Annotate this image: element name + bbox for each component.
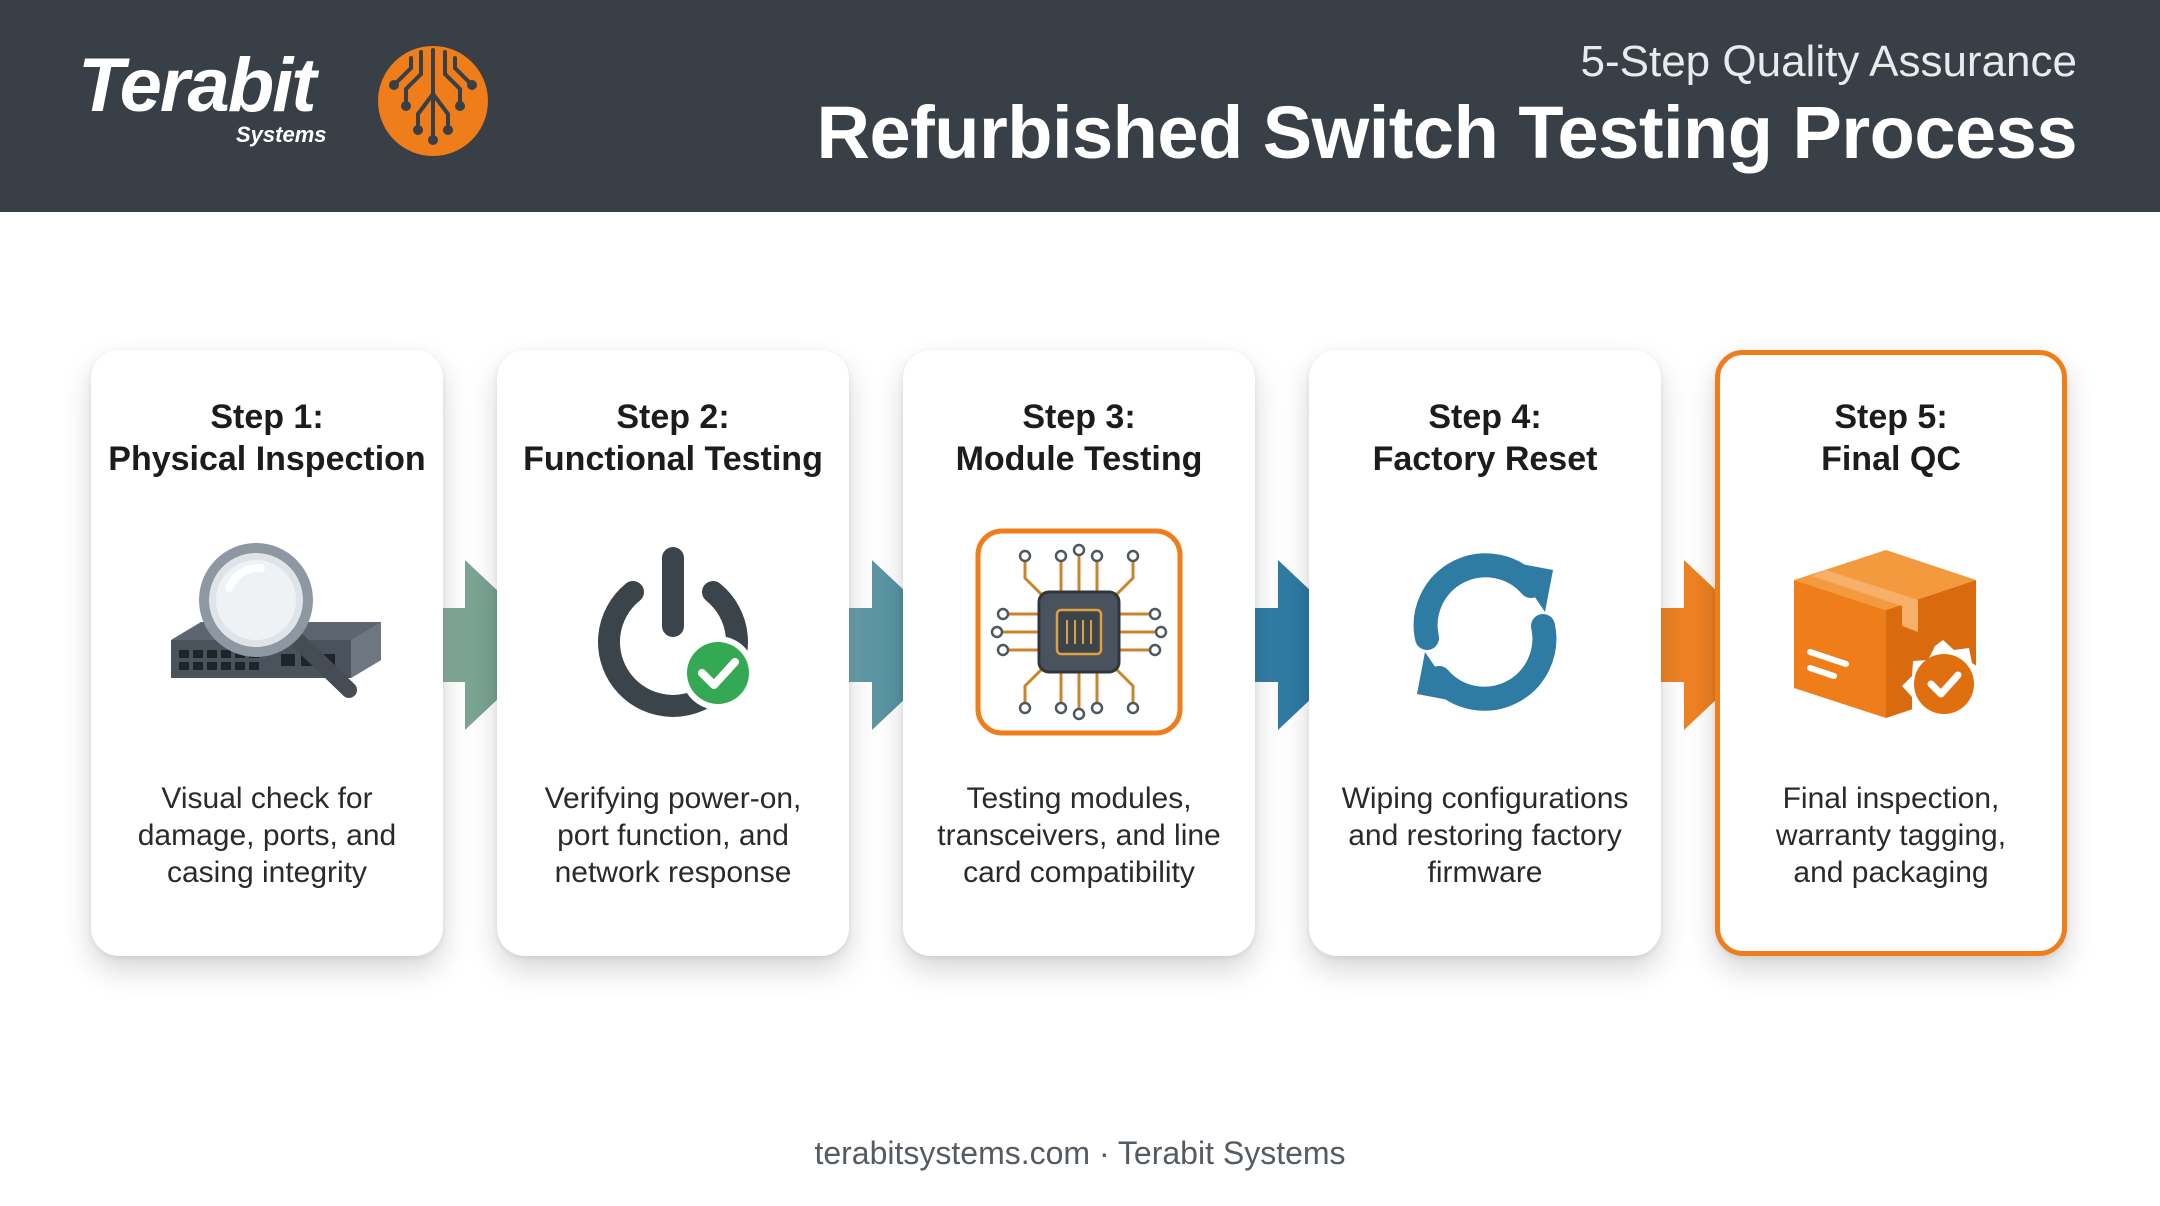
step-description: Visual check for damage, ports, and casi… <box>137 782 397 889</box>
step-description: Testing modules, transceivers, and line … <box>937 782 1221 889</box>
step-title: Factory Reset <box>1372 440 1598 478</box>
logo-circuit-icon <box>378 46 488 156</box>
step-card-3: Step 3: Module Testing Testing modules, … <box>903 350 1255 956</box>
step-number: Step 3: <box>1022 398 1136 436</box>
step-description: Verifying power-on, port function, and n… <box>544 782 802 889</box>
step-title: Physical Inspection <box>108 440 426 478</box>
step-card-4: Step 4: Factory Reset Wiping configurati… <box>1309 350 1661 956</box>
header-bar: Terabit Systems 5-Step Quality Assurance… <box>0 0 2160 212</box>
step-card-5: Step 5: Final QC Final inspection, warra… <box>1715 350 2067 956</box>
page-title: Refurbished Switch Testing Process <box>816 91 2078 174</box>
refresh-icon <box>1413 553 1557 711</box>
step-title: Functional Testing <box>523 440 823 478</box>
step-card-2: Step 2: Functional Testing Verifying pow… <box>497 350 849 956</box>
footer-text: terabitsystems.com · Terabit Systems <box>814 1135 1346 1171</box>
step-description: Final inspection, warranty tagging, and … <box>1775 782 2007 889</box>
step-title: Module Testing <box>955 440 1203 478</box>
header-subtitle: 5-Step Quality Assurance <box>1580 37 2077 86</box>
step-number: Step 1: <box>210 398 324 436</box>
power-check-icon <box>598 547 755 717</box>
step-description: Wiping configurations and restoring fact… <box>1341 782 1629 889</box>
step-card-1: Step 1: Physical Inspection Visual check… <box>91 350 443 956</box>
step-title: Final QC <box>1821 440 1961 478</box>
package-badge-icon <box>1794 550 1985 724</box>
logo-wordmark: Terabit <box>78 43 317 128</box>
step-number: Step 5: <box>1834 398 1948 436</box>
logo-subtext: Systems <box>236 122 327 147</box>
step-number: Step 2: <box>616 398 730 436</box>
chip-icon <box>975 528 1183 736</box>
step-number: Step 4: <box>1428 398 1542 436</box>
magnifier-switch-icon <box>171 543 381 698</box>
